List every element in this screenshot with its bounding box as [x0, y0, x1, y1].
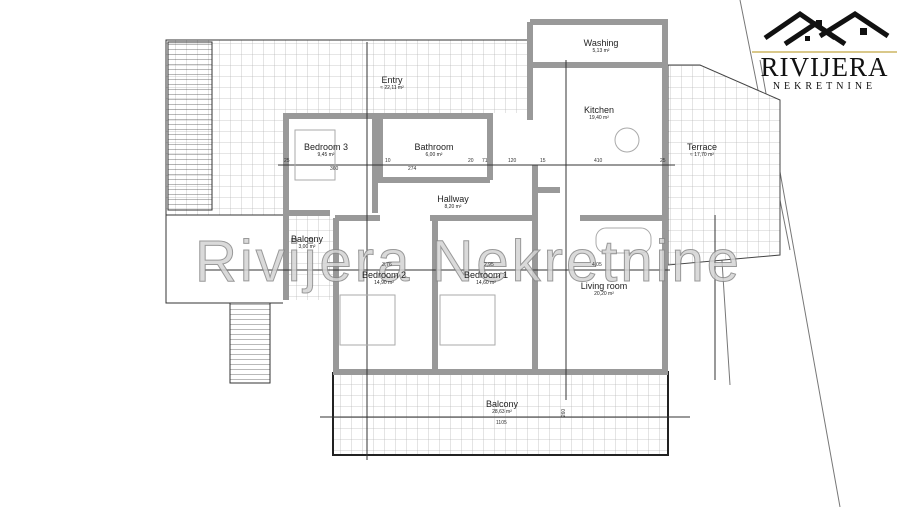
dimension-label: 410 [594, 158, 603, 164]
room-name: Hallway [437, 194, 469, 204]
room-area: ≈ 17,70 m² [690, 152, 714, 158]
room-name: Balcony [485, 399, 519, 409]
dimension-lines [205, 42, 716, 460]
dimension-label: 360 [330, 166, 339, 172]
room-area: 19,40 m² [589, 115, 609, 121]
room-name: Bedroom 1 [463, 270, 509, 280]
room-area: ≈ 22,11 m² [380, 85, 404, 91]
room-entry: Entry≈ 22,11 m² [380, 75, 404, 91]
dimension-label: 71 [482, 158, 488, 164]
dimension-label: 2,95 [484, 262, 494, 268]
dimension-label: 260 [561, 408, 568, 418]
company-logo: RIVIJERA NEKRETNINE [752, 6, 897, 92]
room-name: Entry [381, 75, 403, 85]
room-name: Bedroom 2 [361, 270, 407, 280]
dimension-label: 25 [284, 158, 290, 164]
dimension-label: 3,76 [382, 262, 392, 268]
room-name: Kitchen [583, 105, 615, 115]
dimension-label: 1105 [496, 420, 507, 426]
dimension-label: 10 [385, 158, 391, 164]
room-area: 14,60 m² [476, 280, 496, 286]
room-name: Balcony [290, 234, 324, 244]
upper-stairs [167, 41, 213, 211]
room-name: Bedroom 3 [303, 142, 349, 152]
room-area: 14,90 m² [374, 280, 394, 286]
room-area: 9,45 m² [317, 152, 335, 158]
watermark: Rivijera Nekretnine [195, 229, 742, 295]
dining-table [614, 127, 640, 153]
room-name: Terrace [686, 142, 718, 152]
room-terrace: Terrace≈ 17,70 m² [687, 142, 717, 158]
room-area: 3,00 m² [298, 244, 316, 250]
dimension-label: 15 [540, 158, 546, 164]
logo-brand: RIVIJERA [752, 51, 897, 81]
walls [283, 19, 668, 375]
dimension-label: 4,05 [592, 262, 602, 268]
dimension-label: 20 [468, 158, 474, 164]
room-name: Bathroom [414, 142, 454, 152]
dimension-label: 120 [508, 158, 517, 164]
room-name: Living room [580, 281, 628, 291]
house-roof-icon [763, 10, 889, 47]
room-area: 28,63 m² [492, 409, 512, 415]
balcony-area [332, 371, 669, 456]
lower-stairs [229, 302, 271, 384]
logo-subtitle: NEKRETNINE [772, 81, 877, 92]
sofa [595, 227, 652, 254]
lower-landing [165, 214, 285, 304]
dimension-label: 274 [408, 166, 417, 172]
room-area: 6,00 m² [425, 152, 443, 158]
room-area: 5,13 m² [592, 48, 610, 54]
room-area: 20,20 m² [594, 291, 614, 297]
dimension-label: 25 [660, 158, 666, 164]
room-area: 8,20 m² [444, 204, 462, 210]
beds [294, 129, 496, 346]
room-name: Washing [583, 38, 619, 48]
